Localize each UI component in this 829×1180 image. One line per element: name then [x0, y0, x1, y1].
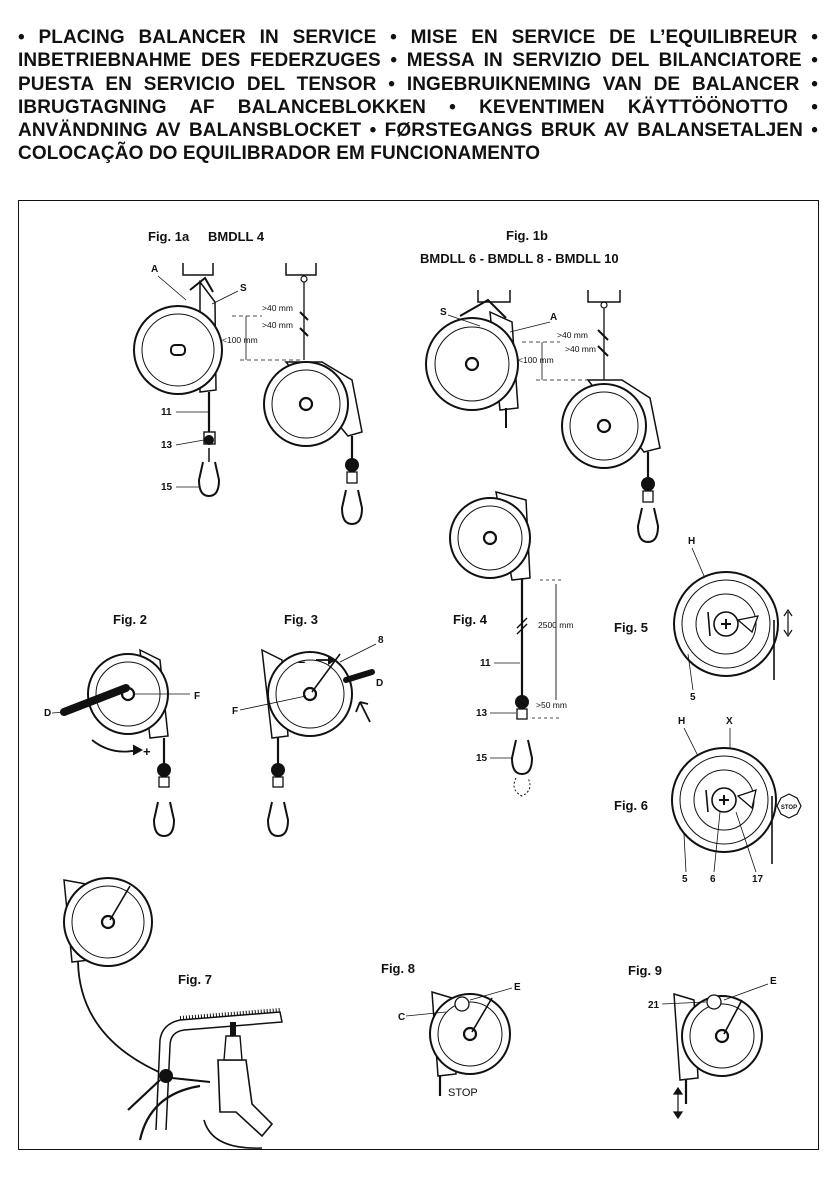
fig2: Fig. 2 + D F	[44, 612, 200, 837]
fig7-title: Fig. 7	[178, 972, 212, 987]
page-heading: • PLACING BALANCER IN SERVICE • MISE EN …	[18, 26, 818, 166]
balancer-drum-icon	[681, 995, 763, 1077]
label-d: D	[376, 678, 383, 689]
label-s: S	[440, 307, 447, 318]
fig5-title: Fig. 5	[614, 620, 648, 635]
label-15: 15	[161, 482, 173, 493]
label-5: 5	[690, 692, 696, 703]
ceiling-bracket-icon	[285, 263, 317, 276]
fig6-title: Fig. 6	[614, 798, 648, 813]
label-f: F	[194, 691, 200, 702]
label-15: 15	[476, 753, 488, 764]
label-gt50: >50 mm	[536, 700, 567, 710]
label-11: 11	[161, 407, 172, 418]
label-h: H	[688, 536, 695, 547]
fig1a-model: BMDLL 4	[208, 229, 265, 244]
label-21: 21	[648, 1000, 660, 1011]
heading-line: IBRUGTAGNING AF BALANCEBLOKKEN • KEVENTI…	[18, 96, 818, 118]
up-down-arrow-icon	[672, 1086, 684, 1120]
label-11: 11	[480, 658, 491, 669]
support-beam	[155, 1011, 283, 1131]
fig1a: Fig. 1a BMDLL 4 A S >40 mm >40 mm <100 m…	[133, 229, 363, 525]
fig1b-title: Fig. 1b	[506, 228, 548, 243]
ceiling-bracket-icon	[182, 263, 214, 276]
balancer-drum-icon	[425, 317, 519, 411]
heading-line: COLOCAÇÃO DO EQUILIBRADOR EM FUNCIONAMEN…	[18, 143, 541, 165]
balancer-drum-icon	[267, 651, 353, 737]
stop-sign-icon	[776, 793, 802, 819]
fig5: H Fig. 5 5	[614, 536, 793, 703]
label-gt40: >40 mm	[262, 303, 293, 313]
fig7: Fig. 7	[63, 877, 283, 1149]
label-e: E	[770, 976, 777, 987]
label-e: E	[514, 982, 521, 993]
fig2-title: Fig. 2	[113, 612, 147, 627]
label-h: H	[678, 716, 685, 727]
label-stop: STOP	[781, 805, 797, 811]
balancer-drum-icon	[449, 497, 531, 579]
fig3-title: Fig. 3	[284, 612, 318, 627]
label-d: D	[44, 708, 51, 719]
fig9: Fig. 9 21 E	[628, 963, 777, 1120]
label-x: X	[726, 716, 733, 727]
fig8-title: Fig. 8	[381, 961, 415, 976]
fig1b: Fig. 1b BMDLL 6 - BMDLL 8 - BMDLL 10 S A…	[420, 228, 661, 543]
safety-chain-icon	[459, 298, 507, 319]
label-lt100: <100 mm	[518, 355, 554, 365]
ceiling-bracket-icon	[477, 290, 511, 303]
heading-line: ANVÄNDNING AV BALANSBLOCKET • FØRSTEGANG…	[18, 120, 818, 142]
label-plus: +	[143, 744, 151, 759]
balancer-drum-icon	[63, 877, 153, 967]
balancer-drum-icon	[263, 361, 349, 447]
fig1a-title: Fig. 1a	[148, 229, 190, 244]
drill-tool-icon	[217, 1059, 274, 1138]
fig4: Fig. 4 2500 mm 11 >50 mm 13 15	[449, 490, 573, 797]
label-stop: STOP	[448, 1087, 478, 1099]
wrench-icon	[60, 684, 130, 716]
illustration-frame	[18, 200, 819, 1150]
heading-line: PUESTA EN SERVICIO DEL TENSOR • INGEBRUI…	[18, 73, 818, 95]
label-13: 13	[476, 708, 488, 719]
wrench-icon	[343, 669, 375, 683]
fig8: Fig. 8 C E STOP	[381, 961, 521, 1099]
label-13: 13	[161, 440, 173, 451]
heading-line: • PLACING BALANCER IN SERVICE • MISE EN …	[18, 27, 818, 48]
label-17: 17	[752, 874, 764, 885]
fig4-title: Fig. 4	[453, 612, 488, 627]
label-gt40: >40 mm	[262, 320, 293, 330]
label-gt40: >40 mm	[565, 344, 596, 354]
ceiling-bracket-icon	[587, 290, 621, 303]
label-a: A	[151, 264, 158, 275]
label-2500: 2500 mm	[538, 620, 573, 630]
label-8: 8	[378, 635, 384, 646]
label-a: A	[550, 312, 557, 323]
heading-line: INBETRIEBNAHME DES FEDERZUGES • MESSA IN…	[18, 50, 818, 72]
balancer-drum-icon	[133, 305, 223, 395]
label-f: F	[232, 706, 238, 717]
safety-chain-icon	[189, 276, 214, 293]
fig9-title: Fig. 9	[628, 963, 662, 978]
label-gt40: >40 mm	[557, 330, 588, 340]
label-lt100: <100 mm	[222, 335, 258, 345]
fig6: H X STOP Fig. 6 5 6 17	[614, 716, 802, 885]
balancer-drum-icon	[561, 383, 647, 469]
label-5: 5	[682, 874, 688, 885]
label-c: C	[398, 1012, 405, 1023]
balancer-drum-icon	[429, 993, 511, 1075]
fig3: Fig. 3 – 8 D F	[232, 612, 384, 837]
label-minus: –	[298, 654, 305, 669]
fig1b-models: BMDLL 6 - BMDLL 8 - BMDLL 10	[420, 251, 619, 266]
label-s: S	[240, 283, 247, 294]
label-6: 6	[710, 874, 716, 885]
